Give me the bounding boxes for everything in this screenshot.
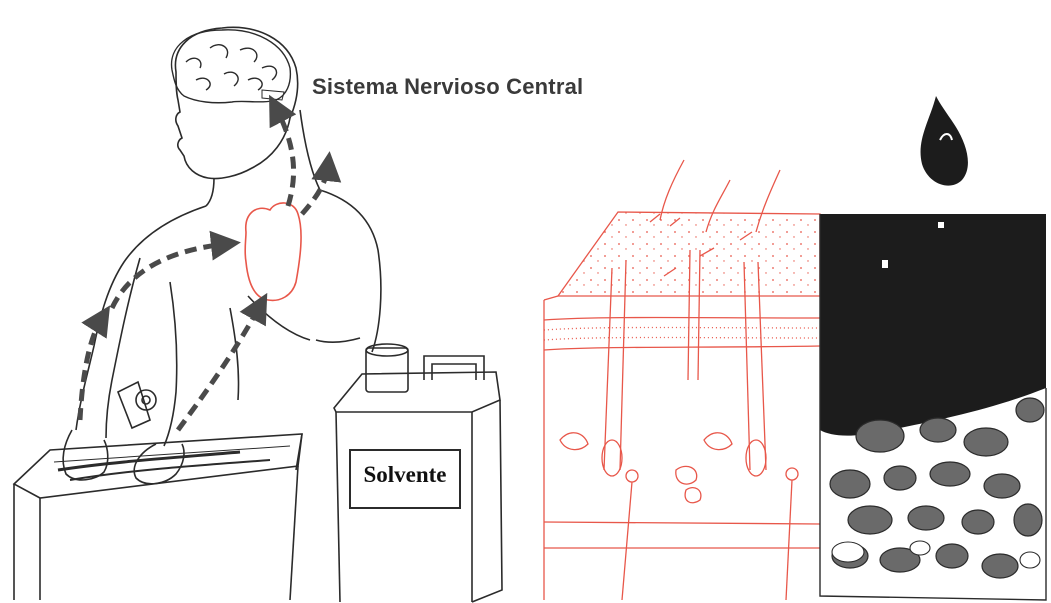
central-nervous-system-label: Sistema Nervioso Central xyxy=(312,74,583,100)
oil-soaked-block xyxy=(820,96,1046,600)
absorption-pathway-arrows xyxy=(80,108,328,430)
heart-icon xyxy=(245,203,301,300)
oil-drop-icon xyxy=(921,96,968,186)
skin-cross-section xyxy=(544,160,820,600)
solvent-label: Solvente xyxy=(352,462,458,488)
solvent-tub xyxy=(14,434,302,600)
brain-icon xyxy=(172,30,291,103)
